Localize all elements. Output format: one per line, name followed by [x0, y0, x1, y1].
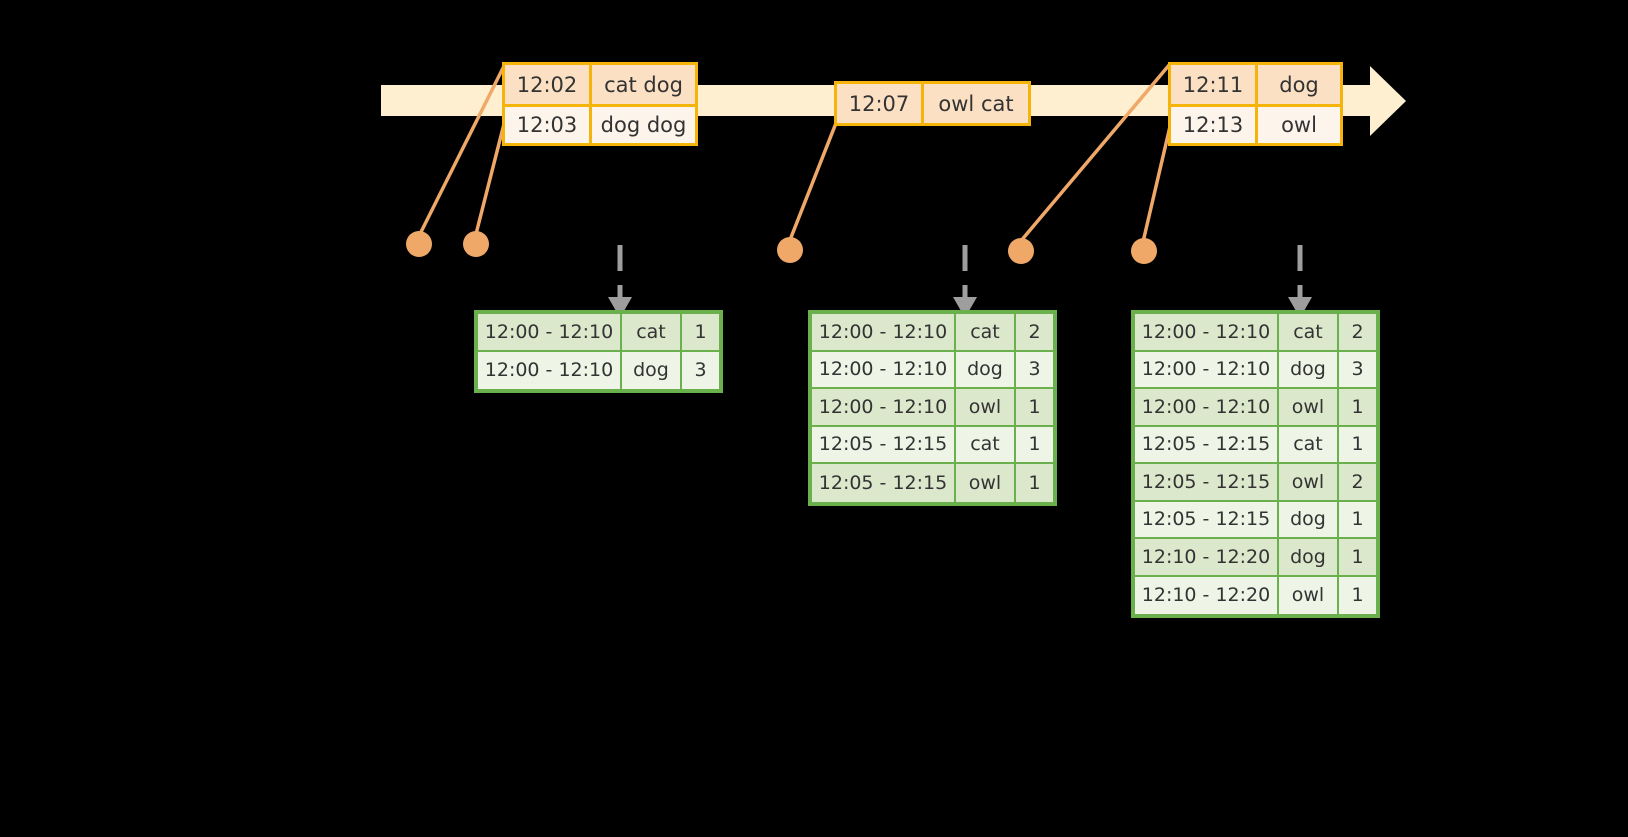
event-row: 12:03 dog dog	[505, 104, 695, 143]
window-cell: 12:05 - 12:15	[812, 464, 956, 502]
event-words: cat dog	[589, 65, 695, 104]
window-cell: 12:00 - 12:10	[812, 351, 956, 389]
word-cell: cat	[1279, 314, 1339, 352]
count-cell: 1	[1339, 389, 1376, 427]
window-cell: 12:00 - 12:10	[1135, 314, 1279, 352]
event-time: 12:03	[505, 107, 589, 143]
word-cell: dog	[1279, 501, 1339, 539]
event-dot-5	[1131, 238, 1157, 264]
count-cell: 3	[1016, 351, 1053, 389]
window-cell: 12:00 - 12:10	[1135, 389, 1279, 427]
word-cell: cat	[622, 314, 682, 352]
word-cell: owl	[1279, 576, 1339, 614]
event-time: 12:11	[1171, 65, 1255, 104]
window-cell: 12:00 - 12:10	[1135, 351, 1279, 389]
count-cell: 1	[1339, 539, 1376, 577]
count-cell: 1	[1339, 426, 1376, 464]
event-row: 12:13 owl	[1171, 104, 1340, 143]
window-cell: 12:05 - 12:15	[812, 426, 956, 464]
word-cell: cat	[1279, 426, 1339, 464]
event-group-1[interactable]: 12:02 cat dog 12:03 dog dog	[502, 62, 698, 146]
event-time: 12:07	[837, 84, 921, 123]
word-cell: dog	[956, 351, 1016, 389]
count-cell: 1	[1016, 389, 1053, 427]
event-group-3[interactable]: 12:11 dog 12:13 owl	[1168, 62, 1343, 146]
connector-line-3	[788, 117, 840, 241]
word-cell: dog	[1279, 351, 1339, 389]
count-cell: 3	[682, 351, 719, 389]
window-cell: 12:00 - 12:10	[812, 314, 956, 352]
connector-line-2	[474, 119, 507, 235]
count-cell: 1	[682, 314, 719, 352]
window-cell: 12:10 - 12:20	[1135, 576, 1279, 614]
word-cell: owl	[1279, 389, 1339, 427]
window-cell: 12:05 - 12:15	[1135, 426, 1279, 464]
word-cell: owl	[956, 464, 1016, 502]
count-cell: 1	[1016, 464, 1053, 502]
word-cell: owl	[956, 389, 1016, 427]
event-words: dog dog	[589, 107, 695, 143]
word-cell: cat	[956, 314, 1016, 352]
word-cell: cat	[956, 426, 1016, 464]
word-cell: dog	[622, 351, 682, 389]
count-cell: 1	[1339, 501, 1376, 539]
event-row: 12:07 owl cat	[837, 84, 1028, 123]
count-cell: 1	[1016, 426, 1053, 464]
event-time: 12:02	[505, 65, 589, 104]
count-cell: 2	[1339, 314, 1376, 352]
event-row: 12:11 dog	[1171, 65, 1340, 104]
event-time: 12:13	[1171, 107, 1255, 143]
event-row: 12:02 cat dog	[505, 65, 695, 104]
event-dot-4	[1008, 238, 1034, 264]
timeline-arrow-head-icon	[1370, 66, 1406, 136]
window-cell: 12:00 - 12:10	[478, 351, 622, 389]
count-cell: 2	[1016, 314, 1053, 352]
count-cell: 3	[1339, 351, 1376, 389]
window-cell: 12:05 - 12:15	[1135, 501, 1279, 539]
event-dot-2	[463, 231, 489, 257]
word-cell: dog	[1279, 539, 1339, 577]
count-cell: 1	[1339, 576, 1376, 614]
count-cell: 2	[1339, 464, 1376, 502]
window-cell: 12:00 - 12:10	[478, 314, 622, 352]
event-words: dog	[1255, 65, 1340, 104]
window-cell: 12:05 - 12:15	[1135, 464, 1279, 502]
event-words: owl	[1255, 107, 1340, 143]
window-cell: 12:10 - 12:20	[1135, 539, 1279, 577]
word-cell: owl	[1279, 464, 1339, 502]
event-dot-1	[406, 231, 432, 257]
event-group-2[interactable]: 12:07 owl cat	[834, 81, 1031, 126]
window-cell: 12:00 - 12:10	[812, 389, 956, 427]
event-dot-3	[777, 237, 803, 263]
event-words: owl cat	[921, 84, 1028, 123]
